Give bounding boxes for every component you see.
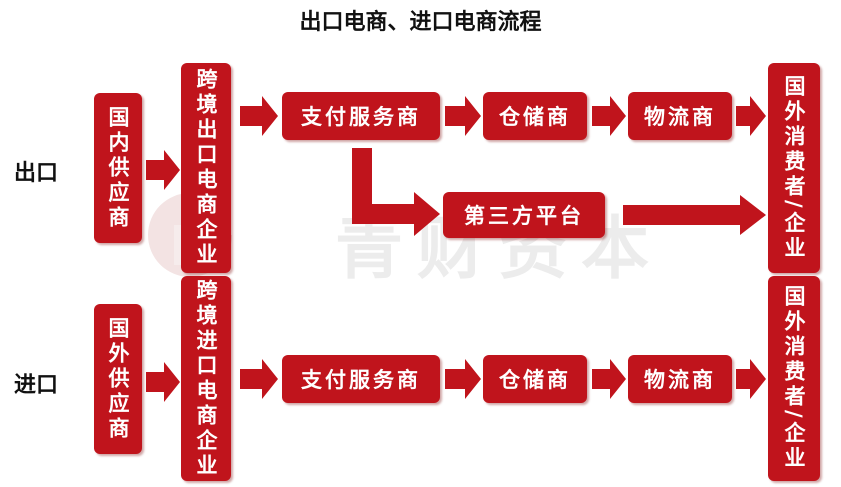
import-platform-company-label: 跨境进口电商企业 [194, 278, 219, 479]
export-consumer-box: 国外消费者/企业 [768, 63, 820, 273]
export-supplier-box: 国内供应商 [94, 93, 142, 243]
export-supplier-label: 国内供应商 [106, 105, 131, 231]
export-platform-company-box: 跨境出口电商企业 [181, 63, 231, 273]
export-third-party-label: 第三方平台 [464, 203, 584, 228]
import-consumer-label: 国外消费者/企业 [782, 285, 807, 472]
import-arrow-logistics-to-consumer [736, 359, 766, 399]
export-arrow-supplier-to-platform [146, 150, 180, 190]
import-warehouse-box: 仓储商 [483, 355, 587, 403]
export-warehouse-label: 仓储商 [499, 104, 571, 129]
export-arrow-payment-to-third-party [352, 148, 440, 236]
import-row-label: 进口 [14, 372, 59, 398]
export-logistics-label: 物流商 [644, 104, 716, 129]
import-arrow-supplier-to-platform [146, 362, 180, 402]
import-arrow-warehouse-to-logistics [592, 359, 626, 399]
import-payment-box: 支付服务商 [282, 355, 440, 403]
import-supplier-label: 国外供应商 [106, 316, 131, 442]
import-logistics-label: 物流商 [644, 367, 716, 392]
export-logistics-box: 物流商 [628, 92, 732, 140]
export-payment-box: 支付服务商 [282, 92, 440, 140]
import-consumer-box: 国外消费者/企业 [768, 276, 820, 481]
export-payment-label: 支付服务商 [301, 104, 421, 129]
export-third-party-box: 第三方平台 [443, 192, 605, 238]
import-arrow-payment-to-warehouse [445, 359, 481, 399]
export-arrow-third-party-to-consumer [623, 195, 766, 235]
export-arrow-platform-to-payment [240, 96, 278, 136]
diagram-title: 出口电商、进口电商流程 [299, 9, 542, 35]
import-payment-label: 支付服务商 [301, 367, 421, 392]
export-arrow-warehouse-to-logistics [592, 96, 626, 136]
import-platform-company-box: 跨境进口电商企业 [181, 276, 231, 481]
import-logistics-box: 物流商 [628, 355, 732, 403]
export-warehouse-box: 仓储商 [483, 92, 587, 140]
import-arrow-platform-to-payment [240, 359, 278, 399]
import-warehouse-label: 仓储商 [499, 367, 571, 392]
export-arrow-logistics-to-consumer [736, 96, 766, 136]
import-supplier-box: 国外供应商 [94, 304, 142, 454]
export-row-label: 出口 [14, 160, 59, 186]
export-consumer-label: 国外消费者/企业 [782, 74, 807, 262]
export-platform-company-label: 跨境出口电商企业 [194, 68, 219, 268]
export-arrow-payment-to-warehouse [445, 96, 481, 136]
